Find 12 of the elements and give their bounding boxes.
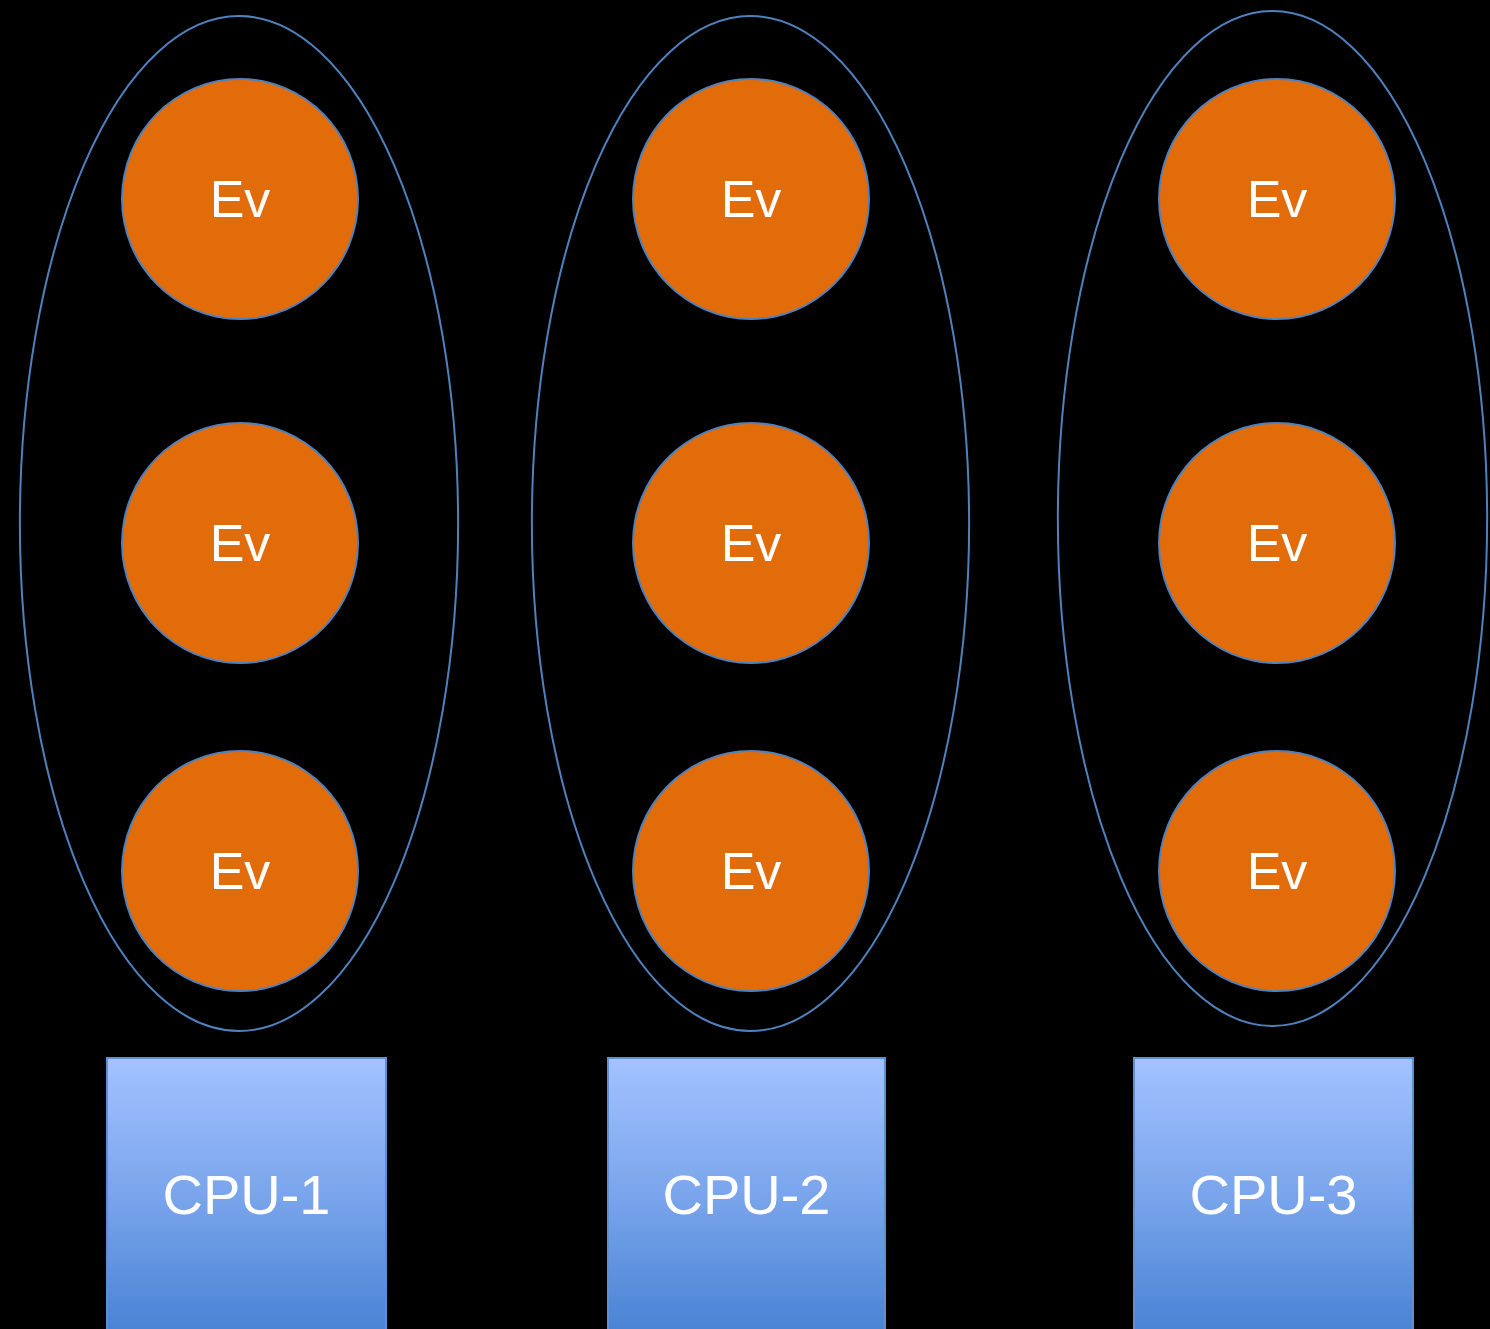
event-circle: Ev [1158, 78, 1396, 320]
event-circle: Ev [1158, 422, 1396, 664]
cpu-box: CPU-3 [1133, 1057, 1414, 1329]
event-circle: Ev [1158, 750, 1396, 992]
cpu-box: CPU-2 [607, 1057, 886, 1329]
cpu-box: CPU-1 [106, 1057, 387, 1329]
event-circle: Ev [632, 750, 870, 992]
event-circle: Ev [121, 78, 359, 320]
event-circle: Ev [632, 422, 870, 664]
event-circle: Ev [121, 422, 359, 664]
event-circle: Ev [121, 750, 359, 992]
event-circle: Ev [632, 78, 870, 320]
